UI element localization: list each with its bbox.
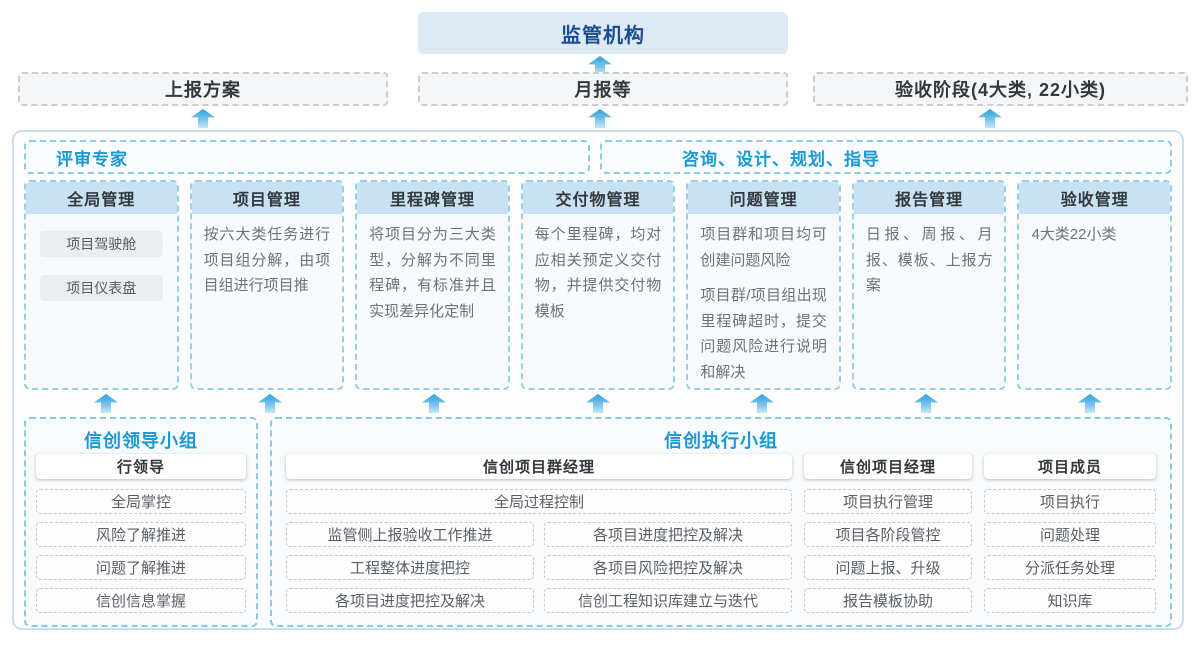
column-description: 日报、周报、月报、模板、上报方案 (865, 226, 993, 294)
duty-item: 风险了解推进 (36, 522, 246, 547)
group-leadership-title: 信创领导小组 (84, 431, 198, 451)
role-project-member: 项目成员 (984, 454, 1156, 479)
node-report-plan: 上报方案 (18, 72, 388, 106)
arrow-up-icon (978, 109, 1002, 128)
column-header: 全局管理 (26, 182, 177, 214)
duty-item: 监管侧上报验收工作推进 (286, 522, 534, 547)
column-global-management: 全局管理 项目驾驶舱 项目仪表盘 (24, 180, 179, 390)
node-acceptance-stage-label: 验收阶段(4大类, 22小类) (894, 80, 1107, 100)
group-execution: 信创执行小组 信创项目群经理 全局过程控制 监管侧上报验收工作推进 各项目进度把… (270, 417, 1172, 627)
column-header: 问题管理 (688, 182, 839, 214)
duty-item: 问题处理 (984, 522, 1156, 547)
column-description: 4大类22小类 (1031, 226, 1117, 243)
feature-project-dashboard: 项目仪表盘 (40, 275, 163, 301)
management-columns: 全局管理 项目驾驶舱 项目仪表盘 项目管理 按六大类任务进行项目组分解，由项目组… (24, 180, 1173, 390)
duty-item: 全局掌控 (36, 489, 246, 514)
duty-item: 工程整体进度把控 (286, 555, 534, 580)
duty-item: 分派任务处理 (984, 555, 1156, 580)
column-description: 项目群/项目组出现里程碑超时，提交问题风险进行说明和解决 (700, 287, 827, 381)
column-header: 报告管理 (853, 182, 1005, 214)
column-project-management: 项目管理 按六大类任务进行项目组分解，由项目组进行项目推 (189, 180, 345, 390)
duty-item: 问题了解推进 (36, 555, 246, 580)
column-header: 项目管理 (191, 182, 343, 214)
arrow-up-icon (588, 109, 612, 128)
node-monthly-report: 月报等 (418, 72, 788, 106)
review-experts-box: 评审专家 (24, 140, 590, 174)
arrow-up-icon (258, 394, 282, 413)
consulting-guidance-label: 咨询、设计、规划、指导 (682, 149, 880, 169)
consulting-guidance-box: 咨询、设计、规划、指导 (600, 140, 1172, 174)
duty-item: 各项目风险把控及解决 (544, 555, 792, 580)
column-milestone-management: 里程碑管理 将项目分为三大类型，分解为不同里程碑，有标准并且实现差异化定制 (355, 180, 510, 390)
duty-item: 全局过程控制 (286, 489, 792, 514)
duty-item: 知识库 (984, 588, 1156, 613)
duty-item: 项目各阶段管控 (804, 522, 972, 547)
role-column-program-manager: 信创项目群经理 全局过程控制 监管侧上报验收工作推进 各项目进度把控及解决 工程… (286, 454, 792, 613)
duty-item: 各项目进度把控及解决 (286, 588, 534, 613)
arrow-up-icon (191, 109, 215, 128)
group-execution-title: 信创执行小组 (664, 431, 778, 451)
column-report-management: 报告管理 日报、周报、月报、模板、上报方案 (851, 180, 1007, 390)
role-column-project-member: 项目成员 项目执行 问题处理 分派任务处理 知识库 (984, 454, 1156, 613)
arrow-up-icon (914, 394, 938, 413)
duty-item: 信创工程知识库建立与迭代 (544, 588, 792, 613)
column-description: 将项目分为三大类型，分解为不同里程碑，有标准并且实现差异化定制 (369, 226, 496, 320)
bottom-groups: 信创领导小组 行领导 全局掌控 风险了解推进 问题了解推进 信创信息掌握 信创执… (24, 417, 1172, 627)
node-acceptance-stage: 验收阶段(4大类, 22小类) (813, 72, 1188, 106)
column-description: 按六大类任务进行项目组分解，由项目组进行项目推 (203, 226, 331, 294)
role-program-manager: 信创项目群经理 (286, 454, 792, 479)
duty-item: 问题上报、升级 (804, 555, 972, 580)
feature-project-cockpit: 项目驾驶舱 (40, 231, 163, 257)
duty-item: 项目执行管理 (804, 489, 972, 514)
column-description: 项目群和项目均可创建问题风险 (700, 226, 827, 269)
column-deliverable-management: 交付物管理 每个里程碑，均对应相关预定义交付物，并提供交付物模板 (520, 180, 676, 390)
role-bank-leader: 行领导 (36, 454, 246, 479)
column-issue-management: 问题管理 项目群和项目均可创建问题风险 项目群/项目组出现里程碑超时，提交问题风… (686, 180, 841, 390)
node-report-plan-label: 上报方案 (165, 80, 241, 100)
duty-item: 各项目进度把控及解决 (544, 522, 792, 547)
duty-item: 信创信息掌握 (36, 588, 246, 613)
node-regulator: 监管机构 (418, 12, 788, 54)
arrow-row (24, 394, 1172, 414)
duty-item: 报告模板协助 (804, 588, 972, 613)
column-header: 里程碑管理 (357, 182, 508, 214)
column-header: 验收管理 (1019, 182, 1171, 214)
arrow-up-icon (586, 394, 610, 413)
column-header: 交付物管理 (522, 182, 674, 214)
role-project-manager: 信创项目经理 (804, 454, 972, 479)
review-experts-label: 评审专家 (56, 149, 128, 169)
group-leadership: 信创领导小组 行领导 全局掌控 风险了解推进 问题了解推进 信创信息掌握 (24, 417, 258, 627)
arrow-up-icon (1078, 394, 1102, 413)
column-acceptance-management: 验收管理 4大类22小类 (1017, 180, 1173, 390)
platform-container: 评审专家 咨询、设计、规划、指导 全局管理 项目驾驶舱 项目仪表盘 项目管理 按… (12, 130, 1184, 630)
expert-row: 评审专家 咨询、设计、规划、指导 (24, 140, 1172, 174)
role-column-project-manager: 信创项目经理 项目执行管理 项目各阶段管控 问题上报、升级 报告模板协助 (804, 454, 972, 613)
column-description: 每个里程碑，均对应相关预定义交付物，并提供交付物模板 (534, 226, 662, 320)
arrow-up-icon (422, 394, 446, 413)
arrow-up-icon (94, 394, 118, 413)
arrow-up-icon (750, 394, 774, 413)
node-monthly-report-label: 月报等 (574, 80, 632, 100)
duty-item: 项目执行 (984, 489, 1156, 514)
node-regulator-label: 监管机构 (561, 24, 645, 47)
